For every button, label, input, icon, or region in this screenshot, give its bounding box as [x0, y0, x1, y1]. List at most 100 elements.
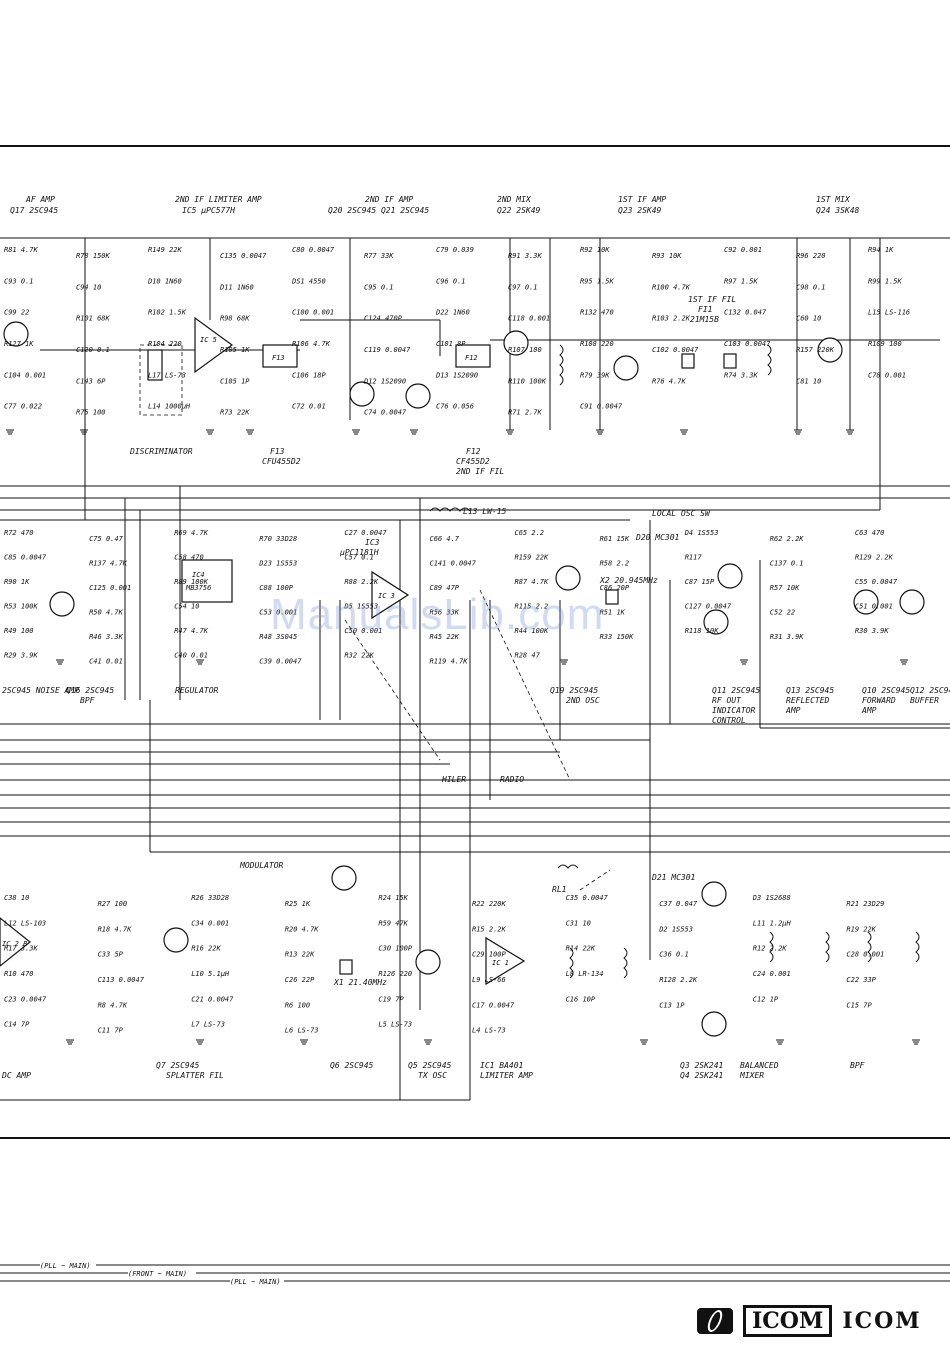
component-label: C33 5P — [98, 951, 124, 959]
component-label: R108 220 — [580, 340, 614, 348]
component-label: C85 0.0047 — [4, 554, 47, 562]
component-label: R137 4.7K — [89, 560, 128, 568]
component-label: L11 1.2μH — [753, 919, 792, 927]
svg-text:Q7 2SC945: Q7 2SC945 — [156, 1061, 200, 1070]
svg-text:2ND IF FIL: 2ND IF FIL — [456, 467, 504, 476]
component-label: R48 3S045 — [259, 633, 297, 641]
component-label: C19 7P — [378, 995, 404, 1003]
svg-text:D20 MC301: D20 MC301 — [635, 533, 679, 542]
svg-text:CFU455D2: CFU455D2 — [262, 457, 301, 466]
component-label: R132 470 — [580, 309, 614, 317]
svg-text:Q23 2SK49: Q23 2SK49 — [618, 206, 662, 215]
component-label: C14 7P — [4, 1021, 30, 1029]
component-label: R92 10K — [580, 246, 610, 254]
component-label: C60 10 — [796, 315, 821, 323]
component-label: C120 0.1 — [76, 346, 110, 354]
filter-f13-label: F13 — [272, 354, 285, 362]
component-label: C124 470P — [364, 315, 403, 323]
component-label: C141 0.0047 — [430, 560, 477, 568]
component-label: DS1 4550 — [291, 277, 326, 285]
svg-text:AF AMP: AF AMP — [25, 195, 55, 204]
component-label: R59 47K — [378, 919, 408, 927]
component-label: R95 1.5K — [580, 277, 615, 285]
component-label: C81 10 — [796, 377, 821, 385]
svg-text:MODULATOR: MODULATOR — [239, 861, 284, 870]
component-label: R129 2.2K — [855, 554, 894, 562]
svg-text:REFLECTED: REFLECTED — [786, 696, 830, 705]
component-label: C16 10P — [566, 995, 596, 1003]
component-label: R29 3.9K — [4, 652, 39, 660]
component-label: C104 0.001 — [4, 371, 46, 379]
component-label: R21 23D29 — [846, 900, 884, 908]
icom-mark-icon — [697, 1308, 733, 1334]
component-label: C39 0.0047 — [259, 658, 302, 666]
component-label: C34 0.001 — [191, 919, 229, 927]
svg-text:RADIO: RADIO — [500, 775, 524, 784]
svg-text:Q3 2SK241: Q3 2SK241 — [680, 1061, 723, 1070]
component-label: C57 0.1 — [344, 554, 374, 562]
component-label: R109 100 — [868, 340, 902, 348]
component-label: R76 4.7K — [652, 377, 687, 385]
component-label: C28 0.001 — [846, 951, 884, 959]
svg-text:Q6 2SC945: Q6 2SC945 — [330, 1061, 374, 1070]
svg-text:FORWARD: FORWARD — [862, 696, 896, 705]
component-label: C98 0.1 — [796, 283, 826, 291]
component-label: C103 0.0047 — [724, 340, 771, 348]
component-label: C86 20P — [600, 584, 630, 592]
component-label: R18 4.7K — [98, 925, 133, 933]
component-label: C76 0.056 — [436, 403, 474, 411]
component-label: L5 LS-73 — [378, 1021, 412, 1029]
svg-text:IC 2 B: IC 2 B — [2, 940, 27, 948]
component-label: C13 1P — [659, 1001, 685, 1009]
filter-f12-label: F12 — [465, 354, 478, 362]
component-label: R57 10K — [770, 584, 800, 592]
component-label: C94 10 — [76, 283, 101, 291]
component-label: R61 15K — [600, 535, 630, 543]
component-label: R51 1K — [600, 609, 626, 617]
svg-text:SPLATTER FIL: SPLATTER FIL — [166, 1071, 224, 1080]
svg-text:IC1 BA401: IC1 BA401 — [480, 1061, 523, 1070]
component-label: C22 33P — [846, 976, 876, 984]
component-label: R44 100K — [515, 627, 550, 635]
component-label: C36 0.1 — [659, 951, 689, 959]
component-label: C15 7P — [846, 1001, 872, 1009]
component-label: C92 0.001 — [724, 246, 762, 254]
component-label: R96 220 — [796, 252, 826, 260]
transistors — [3, 321, 925, 1037]
component-label: D3 1S2688 — [752, 894, 791, 902]
svg-text:X2 20.945MHz: X2 20.945MHz — [599, 576, 658, 585]
svg-text:F13: F13 — [270, 447, 285, 456]
component-label: C23 0.0047 — [4, 995, 47, 1003]
component-label: L10 5.1μH — [191, 970, 230, 978]
component-label: D5 1S553 — [343, 603, 378, 611]
component-label: C63 470 — [855, 529, 885, 537]
component-label: C55 0.0047 — [855, 578, 898, 586]
component-label: C106 18P — [292, 371, 327, 379]
svg-text:Q11 2SC945: Q11 2SC945 — [712, 686, 760, 695]
component-label: R87 4.7K — [515, 578, 550, 586]
component-label: R6 100 — [285, 1001, 310, 1009]
component-label: R118 10K — [685, 627, 720, 635]
component-label: R13 22K — [285, 951, 315, 959]
component-label: C125 0.001 — [89, 584, 131, 592]
svg-text:2ND IF AMP: 2ND IF AMP — [365, 195, 413, 204]
component-label: R62 2.2K — [770, 535, 805, 543]
component-label: R70 33D28 — [259, 535, 297, 543]
component-label: C58 470 — [174, 554, 204, 562]
svg-text:Q10 2SC945: Q10 2SC945 — [862, 686, 910, 695]
component-label: C88 100P — [259, 584, 294, 592]
component-label: R12 2.2K — [753, 945, 788, 953]
svg-text:LIMITER AMP: LIMITER AMP — [480, 1071, 533, 1080]
svg-text:IC 3: IC 3 — [378, 592, 395, 600]
svg-text:BPF: BPF — [850, 1061, 865, 1070]
component-label: R10 470 — [4, 970, 34, 978]
bus-label-3: (PLL ~ MAIN) — [230, 1278, 281, 1286]
component-label: R32 22K — [344, 652, 374, 660]
component-label: R69 4.7K — [174, 529, 209, 537]
logo-text: ICOM — [842, 1308, 922, 1334]
component-label: R117 — [685, 554, 703, 562]
svg-text:MIXER: MIXER — [739, 1071, 764, 1080]
svg-text:μPC1181H: μPC1181H — [339, 548, 379, 557]
svg-text:Q13 2SC945: Q13 2SC945 — [786, 686, 834, 695]
